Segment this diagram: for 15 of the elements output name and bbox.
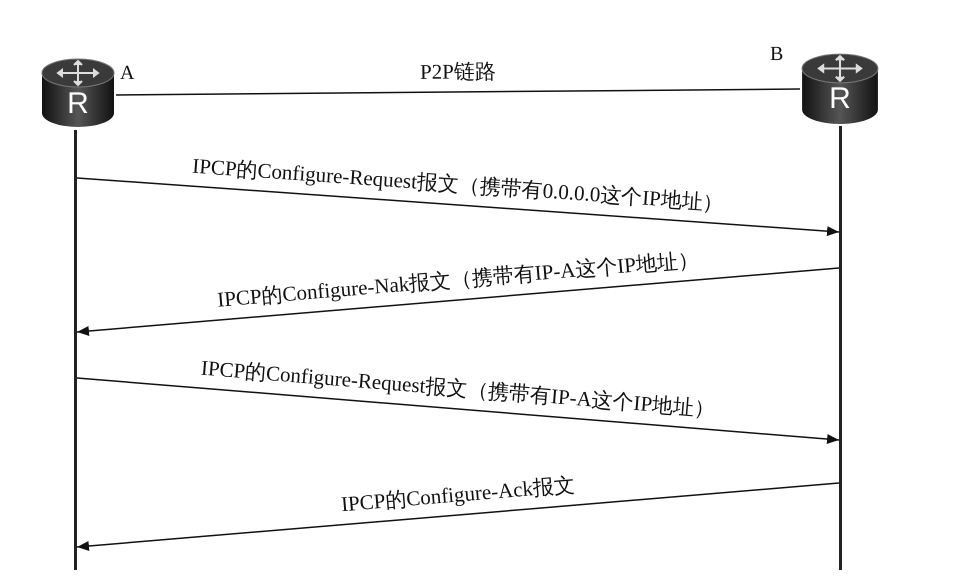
router-name: B <box>770 44 784 64</box>
router-letter: R <box>828 84 852 114</box>
edge-label: IPCP的Configure-Request报文（携带有0.0.0.0这个IP地址） <box>192 156 724 214</box>
arrow <box>76 177 840 236</box>
edge-label: IPCP的Configure-Ack报文 <box>340 474 576 516</box>
edge-label: P2P链路 <box>420 61 496 83</box>
arrow <box>76 377 840 444</box>
arrow <box>76 482 840 551</box>
edge-label: IPCP的Configure-Nak报文（携带有IP-A这个IP地址） <box>216 249 700 311</box>
router-letter: R <box>66 89 90 119</box>
router-name: A <box>120 63 134 83</box>
lifeline <box>839 126 842 570</box>
arrow <box>76 267 840 336</box>
edge-label: IPCP的Configure-Request报文（携带有IP-A这个IP地址） <box>200 358 716 420</box>
lifeline <box>74 130 77 570</box>
